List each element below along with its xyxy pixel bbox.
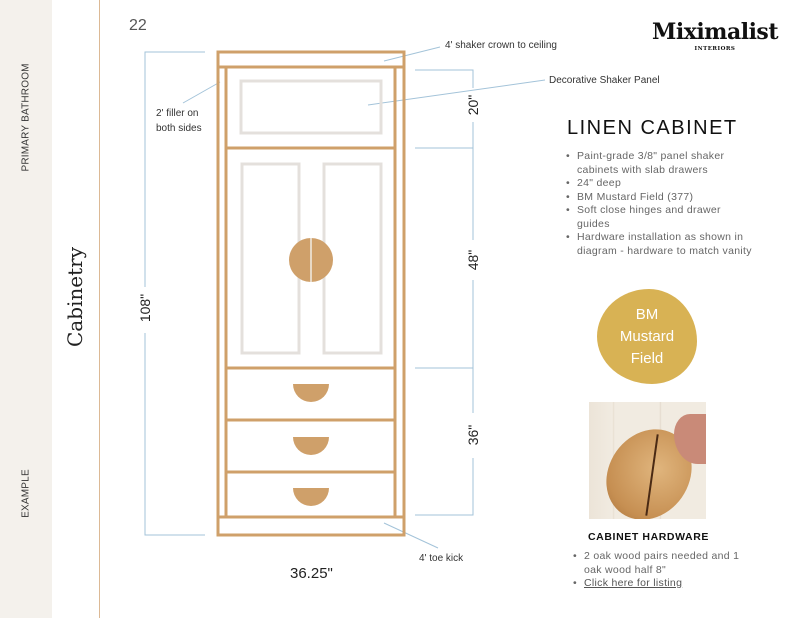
hardware-item: Click here for listing xyxy=(573,577,753,591)
drawers-dim-bottom xyxy=(415,458,474,516)
hardware-photo xyxy=(589,402,706,519)
spec-item: Paint-grade 3/8" panel shaker cabinets w… xyxy=(566,150,756,177)
toe-kick-callout: 4' toe kick xyxy=(419,553,464,564)
spec-item: 24" deep xyxy=(566,177,756,191)
hardware-item: 2 oak wood pairs needed and 1 oak wood h… xyxy=(573,550,753,577)
filler-line2: both sides xyxy=(156,123,202,134)
filler-line1: 2' filler on xyxy=(156,108,199,119)
filler-leader xyxy=(182,81,221,104)
height-dim-top xyxy=(144,51,205,287)
swatch-line: BM xyxy=(635,305,659,323)
spec-item: Soft close hinges and drawer guides xyxy=(566,204,756,231)
spec-list: Paint-grade 3/8" panel shaker cabinets w… xyxy=(566,150,756,258)
drawers-dimension: 36" xyxy=(465,424,481,446)
drawer-pull xyxy=(293,384,329,402)
drawers-dim-top xyxy=(415,367,474,413)
height-dimension: 108" xyxy=(137,293,153,323)
logo-sub: INTERIORS xyxy=(694,46,736,52)
toe-kick-leader xyxy=(383,522,439,549)
logo: Miximalist INTERIORS xyxy=(652,20,778,53)
cabinet-frame xyxy=(216,50,406,537)
sidebar xyxy=(0,0,52,618)
hardware xyxy=(289,238,333,506)
divider xyxy=(99,0,100,618)
listing-link[interactable]: Click here for listing xyxy=(584,577,683,589)
drawer-pull xyxy=(293,437,329,455)
page-number: 22 xyxy=(129,17,147,34)
doors-dimension: 48" xyxy=(465,249,481,271)
width-dimension: 36.25" xyxy=(290,565,333,582)
filler-callout: 2' filler on both sides xyxy=(156,106,202,136)
paint-swatch: BM Mustard Field xyxy=(597,289,697,384)
panel-leader xyxy=(367,79,546,106)
swatch-line: Mustard xyxy=(619,327,675,345)
cabinet xyxy=(216,50,406,537)
logo-name: Miximalist xyxy=(652,19,778,45)
spec-item: Hardware installation as shown in diagra… xyxy=(566,231,756,258)
height-dim-bottom xyxy=(144,333,205,536)
swatch-line: Field xyxy=(630,349,664,367)
upper-dim-top xyxy=(415,69,474,88)
dimension-lines xyxy=(144,46,546,549)
crown-leader xyxy=(383,46,441,62)
drawer-pull xyxy=(293,488,329,506)
panel-callout: Decorative Shaker Panel xyxy=(549,75,660,86)
shaker-panel xyxy=(239,79,383,135)
spec-item: BM Mustard Field (377) xyxy=(566,191,756,205)
hardware-title: CABINET HARDWARE xyxy=(588,531,710,543)
spec-title: LINEN CABINET xyxy=(567,117,738,139)
crown-callout: 4' shaker crown to ceiling xyxy=(445,40,557,51)
doors-dim-top xyxy=(415,147,474,240)
upper-dimension: 20" xyxy=(465,94,481,116)
hardware-list: 2 oak wood pairs needed and 1 oak wood h… xyxy=(573,550,753,591)
